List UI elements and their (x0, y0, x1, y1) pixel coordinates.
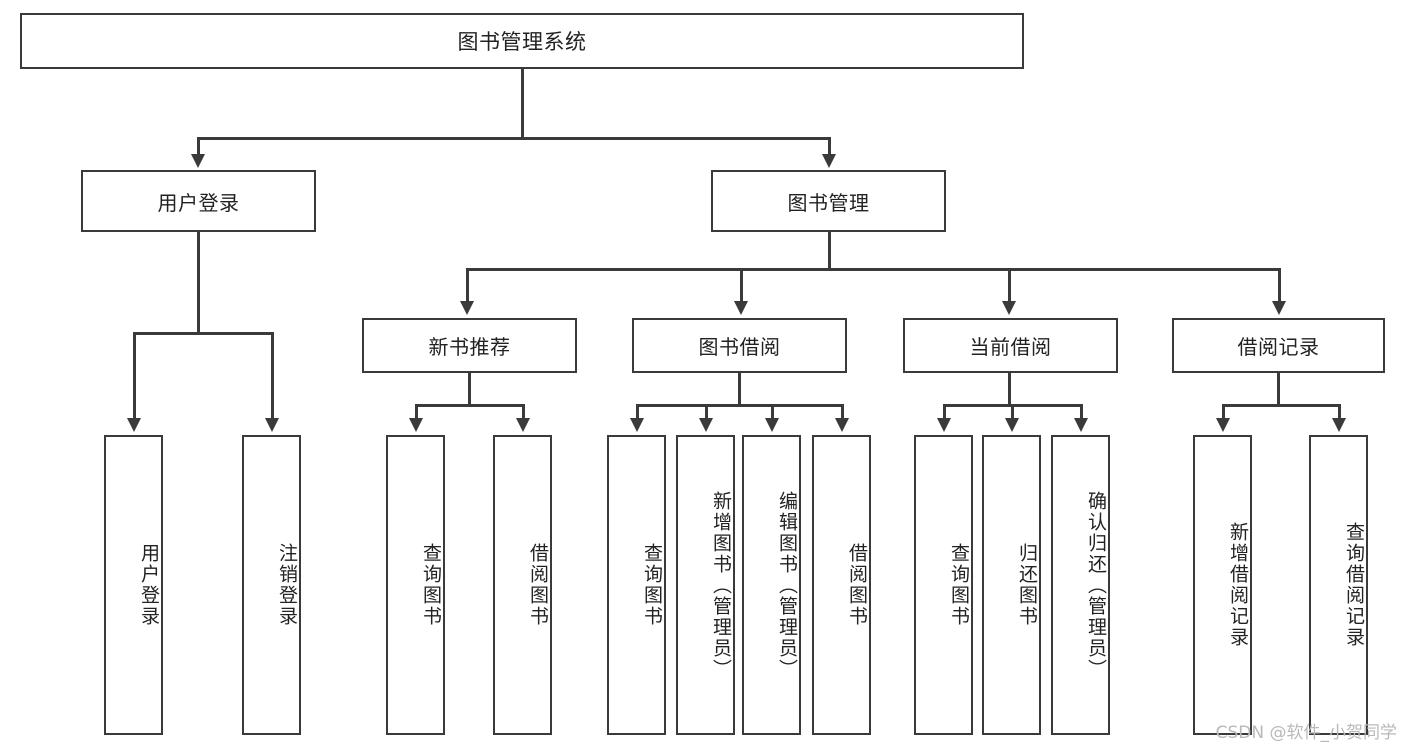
connector-new-book-stem (468, 373, 471, 407)
connector-book-borrow-stem (738, 373, 741, 407)
connector-drop-book-borrow (740, 268, 743, 303)
arrowhead-bb-query (630, 418, 644, 432)
node-label: 查询借阅记录 (1343, 522, 1365, 648)
arrowhead-cb-return (1005, 418, 1019, 432)
node-new-book-recommend[interactable]: 新书推荐 (362, 318, 577, 373)
connector-borrow-record-stem (1277, 373, 1280, 407)
connector-drop-current-borrow (1008, 268, 1011, 303)
connector-drop-nb-query (415, 404, 418, 420)
connector-drop-rec-query (1338, 404, 1341, 420)
connector-current-borrow-stem (1008, 373, 1011, 407)
arrowhead-bb-add (699, 418, 713, 432)
node-label: 注销登录 (276, 543, 298, 627)
leaf-borrow-add-book-admin[interactable]: 新增图书（管理员） (676, 435, 735, 735)
arrowhead-book-manage (822, 154, 836, 168)
node-label: 查询图书 (948, 543, 970, 627)
arrowhead-leaf-logout (265, 418, 279, 432)
connector-level2-bus (466, 268, 1281, 271)
node-label: 新增借阅记录 (1227, 522, 1249, 648)
node-current-borrow[interactable]: 当前借阅 (903, 318, 1118, 373)
arrowhead-rec-query (1332, 418, 1346, 432)
node-label: 归还图书 (1016, 543, 1038, 627)
arrowhead-leaf-user-login (127, 418, 141, 432)
connector-drop-bb-add (705, 404, 708, 420)
node-label: 借阅记录 (1237, 335, 1320, 359)
node-book-borrow[interactable]: 图书借阅 (632, 318, 847, 373)
arrowhead-rec-add (1216, 418, 1230, 432)
arrowhead-cb-confirm (1074, 418, 1088, 432)
connector-book-borrow-bus (636, 404, 844, 407)
connector-drop-nb-borrow (522, 404, 525, 420)
node-label: 借阅图书 (846, 543, 868, 627)
node-user-login[interactable]: 用户登录 (81, 170, 316, 232)
node-label: 查询图书 (641, 543, 663, 627)
node-label: 借阅图书 (527, 543, 549, 627)
leaf-borrow-edit-book-admin[interactable]: 编辑图书（管理员） (742, 435, 801, 735)
connector-drop-cb-query (943, 404, 946, 420)
leaf-record-add[interactable]: 新增借阅记录 (1193, 435, 1252, 735)
connector-drop-bb-edit (771, 404, 774, 420)
leaf-new-book-borrow[interactable]: 借阅图书 (493, 435, 552, 735)
connector-drop-leaf-user-login (133, 332, 136, 420)
connector-user-login-bus (133, 332, 274, 335)
connector-drop-book-manage (828, 137, 831, 156)
leaf-logout[interactable]: 注销登录 (242, 435, 301, 735)
node-label: 图书管理系统 (457, 30, 587, 54)
leaf-borrow-query-book[interactable]: 查询图书 (607, 435, 666, 735)
arrowhead-new-book (460, 301, 474, 315)
connector-drop-cb-confirm (1080, 404, 1083, 420)
arrowhead-cb-query (937, 418, 951, 432)
connector-borrow-record-bus (1222, 404, 1341, 407)
arrowhead-user-login (191, 154, 205, 168)
csdn-watermark: CSDN @软件_小贺同学 (1215, 723, 1397, 743)
leaf-user-login[interactable]: 用户登录 (104, 435, 163, 735)
leaf-new-book-query[interactable]: 查询图书 (386, 435, 445, 735)
node-label: 用户登录 (157, 190, 240, 215)
connector-root-stem (521, 69, 524, 139)
arrowhead-current-borrow (1002, 301, 1016, 315)
leaf-current-return-book[interactable]: 归还图书 (982, 435, 1041, 735)
node-label: 图书借阅 (698, 335, 781, 359)
node-borrow-record[interactable]: 借阅记录 (1172, 318, 1385, 373)
leaf-borrow-borrow-book[interactable]: 借阅图书 (812, 435, 871, 735)
node-label: 编辑图书（管理员） (776, 490, 798, 680)
connector-drop-borrow-record (1278, 268, 1281, 303)
node-label: 确认归还（管理员） (1085, 490, 1107, 680)
arrowhead-bb-borrow (835, 418, 849, 432)
node-label: 查询图书 (420, 543, 442, 627)
node-label: 图书管理 (787, 190, 870, 215)
connector-drop-leaf-logout (271, 332, 274, 420)
arrowhead-nb-borrow (516, 418, 530, 432)
connector-user-login-stem (197, 232, 200, 334)
connector-drop-bb-borrow (841, 404, 844, 420)
arrowhead-borrow-record (1272, 301, 1286, 315)
leaf-current-query-book[interactable]: 查询图书 (914, 435, 973, 735)
leaf-current-confirm-return-admin[interactable]: 确认归还（管理员） (1051, 435, 1110, 735)
arrowhead-bb-edit (765, 418, 779, 432)
leaf-record-query[interactable]: 查询借阅记录 (1309, 435, 1368, 735)
node-label: 用户登录 (138, 543, 160, 627)
connector-new-book-bus (415, 404, 525, 407)
connector-drop-cb-return (1011, 404, 1014, 420)
arrowhead-nb-query (409, 418, 423, 432)
connector-drop-rec-add (1222, 404, 1225, 420)
connector-drop-bb-query (636, 404, 639, 420)
connector-drop-user-login (197, 137, 200, 156)
node-root-book-management-system[interactable]: 图书管理系统 (20, 13, 1024, 69)
connector-book-manage-stem (828, 232, 831, 270)
arrowhead-book-borrow (734, 301, 748, 315)
node-label: 新增图书（管理员） (710, 490, 732, 680)
connector-drop-new-book (466, 268, 469, 303)
node-label: 当前借阅 (969, 335, 1052, 359)
connector-level1-bus (197, 137, 831, 140)
node-label: 新书推荐 (428, 335, 511, 359)
node-book-management[interactable]: 图书管理 (711, 170, 946, 232)
